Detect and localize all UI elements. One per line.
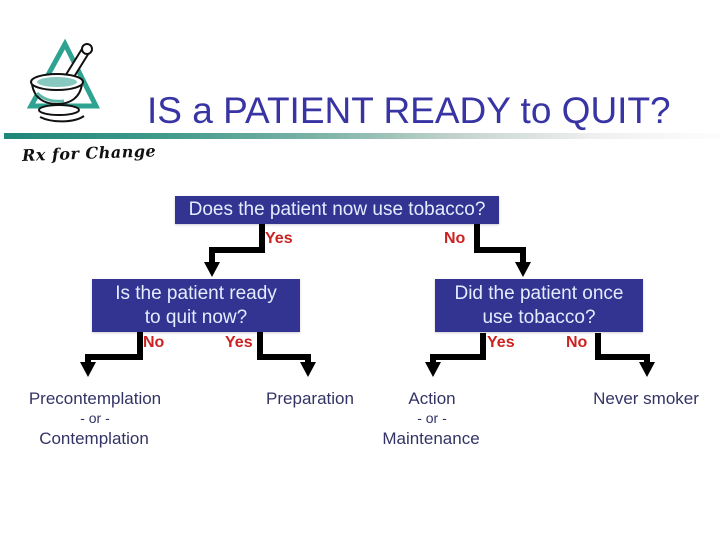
outcome-or-left: - or - — [80, 410, 110, 426]
arrow-once-no — [595, 333, 655, 377]
outcome-precontemplation: Precontemplation — [28, 389, 162, 408]
logo: Rx for Change — [10, 36, 156, 165]
arrow-once-yes — [425, 333, 486, 377]
logo-text: Rx for Change — [21, 141, 157, 166]
slide-title: IS a PATIENT READY to QUIT? — [147, 90, 671, 131]
node-ready-question: Is the patient ready to quit now? — [92, 279, 300, 332]
branch-label-root-no: No — [444, 230, 466, 247]
node-root-question: Does the patient now use tobacco? — [175, 196, 499, 224]
branch-label-root-yes: Yes — [265, 230, 293, 247]
outcome-maintenance: Maintenance — [382, 429, 480, 448]
node-ready-line1: Is the patient ready — [115, 282, 277, 304]
branch-label-once-yes: Yes — [487, 334, 515, 351]
node-ready-line2: to quit now? — [144, 306, 248, 328]
arrow-root-yes — [204, 224, 265, 277]
outcome-never-smoker: Never smoker — [593, 389, 699, 408]
arrow-root-no — [474, 224, 531, 277]
node-once-question: Did the patient once use tobacco? — [435, 279, 643, 332]
arrow-ready-no — [80, 332, 143, 377]
outcome-or-right: - or - — [417, 410, 447, 426]
outcome-action: Action — [408, 389, 456, 408]
arrow-ready-yes — [257, 332, 316, 377]
node-once-line1: Did the patient once — [454, 282, 624, 304]
title-divider — [4, 133, 720, 139]
node-once-line2: use tobacco? — [482, 306, 596, 328]
mortar-pestle-icon — [26, 38, 101, 123]
branch-label-once-no: No — [566, 334, 588, 351]
branch-label-ready-no: No — [143, 334, 165, 351]
outcome-contemplation: Contemplation — [39, 429, 149, 448]
outcome-preparation: Preparation — [266, 389, 354, 408]
branch-label-ready-yes: Yes — [225, 334, 253, 351]
